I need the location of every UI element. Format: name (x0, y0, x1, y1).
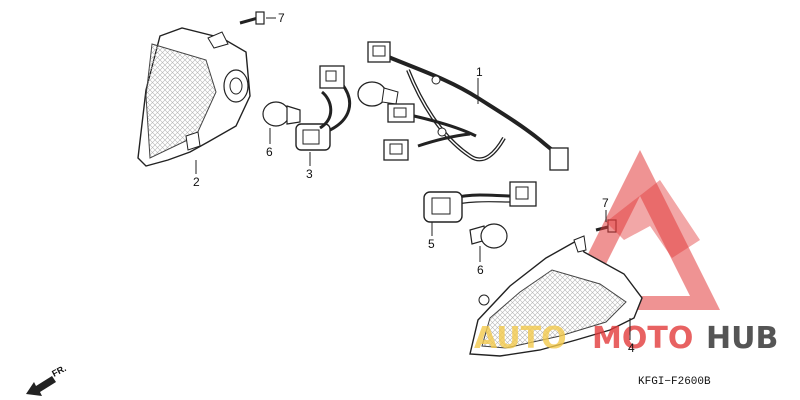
watermark-word-auto: AUTO (474, 321, 567, 356)
screw-top (239, 11, 265, 25)
direction-label: FR. (50, 363, 67, 379)
callout-6-right: 6 (477, 263, 484, 277)
callout-7-right: 7 (602, 196, 609, 210)
callout-4: 4 (628, 341, 635, 355)
drawing-code: KFGI−F2600B (638, 376, 711, 388)
socket-left (295, 65, 352, 151)
front-arrow: FR. (26, 363, 68, 396)
watermark-word-moto: MOTO (592, 321, 693, 356)
front-arrow-icon (26, 376, 56, 396)
callout-7-top: 7 (278, 11, 285, 25)
bulb-left (262, 101, 301, 127)
socket-right (423, 181, 537, 223)
wire-harness (357, 41, 569, 171)
right-winker-housing (469, 235, 643, 357)
callout-6-left: 6 (266, 145, 273, 159)
left-winker-housing (137, 27, 251, 167)
callout-5: 5 (428, 237, 435, 251)
callout-3: 3 (306, 167, 313, 181)
callout-2: 2 (193, 175, 200, 189)
bulb-right (469, 223, 508, 249)
callout-1: 1 (476, 65, 483, 79)
watermark-word-hub: HUB (706, 321, 778, 356)
leader-lines (195, 17, 631, 340)
